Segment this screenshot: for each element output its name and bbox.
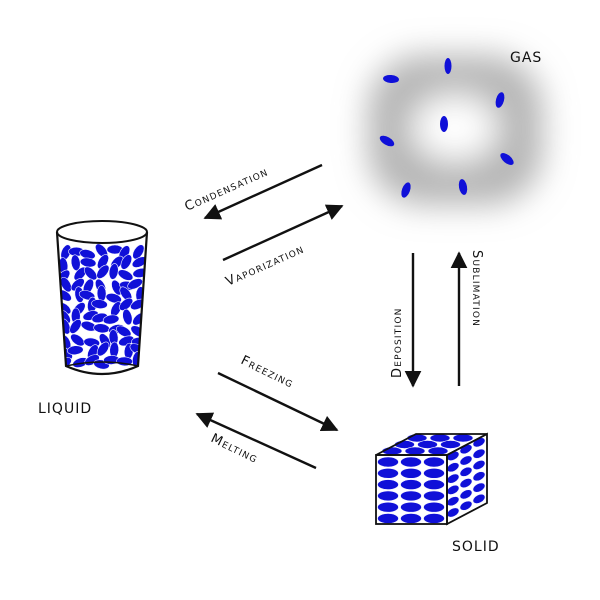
solid-particle: [404, 446, 426, 456]
liquid-particle: [132, 312, 146, 326]
gas-particles: [379, 58, 514, 198]
solid-particle: [377, 467, 399, 479]
solid-particle: [377, 513, 399, 524]
solid-particle: [400, 490, 422, 502]
solid-particle: [400, 513, 422, 524]
liquid-particle: [60, 276, 72, 293]
vaporization-arrow: [222, 204, 344, 262]
solid-particle: [377, 490, 399, 502]
liquid-particle: [79, 257, 97, 268]
solid-particle: [472, 482, 486, 493]
glass-rim: [56, 220, 148, 244]
solid-particle: [423, 467, 445, 479]
glass-body: [55, 231, 149, 376]
gas-cloud: [368, 55, 543, 205]
liquid-particle: [122, 308, 133, 326]
gas-particle: [379, 135, 395, 147]
liquid-particle: [93, 323, 110, 334]
liquid-particle: [116, 325, 132, 338]
gas-particle: [500, 153, 514, 165]
solid-particle: [417, 440, 438, 449]
liquid-particle: [96, 264, 110, 279]
gas-particle: [401, 182, 411, 198]
solid-particle: [459, 455, 473, 466]
liquid-particle: [117, 269, 134, 281]
vaporization-label: Vaporization: [224, 242, 307, 290]
gas-particle: [383, 74, 399, 84]
solid-particles: [377, 433, 486, 524]
liquid-particle: [132, 244, 145, 260]
gas-particle: [440, 116, 448, 132]
gas-particle: [458, 179, 468, 195]
liquid-particles: [58, 243, 146, 370]
solid-particle: [472, 471, 486, 482]
deposition-label: Deposition: [390, 307, 405, 378]
process-arrows: [195, 163, 468, 470]
liquid-particle: [118, 297, 134, 311]
melting-label: Melting: [208, 431, 260, 467]
sublimation-label: Sublimation: [469, 250, 484, 327]
gas-label: GAS: [510, 50, 542, 66]
solid-particle: [400, 467, 422, 479]
solid-particle: [400, 479, 422, 490]
liquid-particle: [102, 314, 120, 325]
solid-particle: [400, 501, 422, 513]
solid-particle: [423, 513, 445, 524]
solid-label: SOLID: [452, 539, 500, 555]
liquid-particle: [91, 299, 108, 309]
solid-particle: [472, 448, 486, 459]
solid-particle: [472, 493, 486, 504]
liquid-particle: [127, 278, 143, 290]
solid-particle: [423, 456, 445, 468]
solid-particle: [423, 490, 445, 502]
liquid-state: LIQUID: [38, 220, 149, 417]
solid-particle: [459, 489, 473, 500]
liquid-particle: [70, 333, 85, 347]
solid-cube: [375, 432, 488, 526]
melting-arrow: [195, 412, 317, 470]
solid-particle: [459, 478, 473, 489]
liquid-particle: [69, 319, 82, 334]
solid-particle: [423, 479, 445, 490]
solid-particle: [377, 479, 399, 490]
freezing-arrow: [217, 371, 339, 432]
glass-base: [65, 361, 139, 367]
liquid-particle: [120, 254, 133, 270]
glass-of-liquid: [55, 220, 149, 376]
liquid-particle: [131, 256, 146, 268]
solid-particle: [377, 456, 399, 468]
solid-particle: [427, 446, 449, 456]
solid-particle: [440, 440, 461, 449]
solid-state: SOLID: [375, 432, 500, 555]
solid-particle: [452, 433, 474, 443]
liquid-particle: [105, 293, 122, 304]
liquid-particle: [96, 285, 107, 302]
liquid-particle: [67, 345, 84, 356]
liquid-particle: [132, 267, 146, 278]
solid-particle: [459, 500, 473, 511]
gas-particle: [444, 58, 452, 74]
solid-particle: [423, 501, 445, 513]
solid-particle: [472, 460, 486, 470]
solid-particle: [400, 456, 422, 468]
solid-particle: [377, 501, 399, 513]
liquid-particle: [83, 266, 98, 281]
cube-side-face: [446, 432, 488, 526]
liquid-label: LIQUID: [38, 401, 92, 417]
gas-state: GAS: [368, 50, 543, 205]
gas-particle: [495, 92, 505, 108]
solid-particle: [459, 466, 473, 477]
condensation-arrow: [203, 163, 323, 220]
